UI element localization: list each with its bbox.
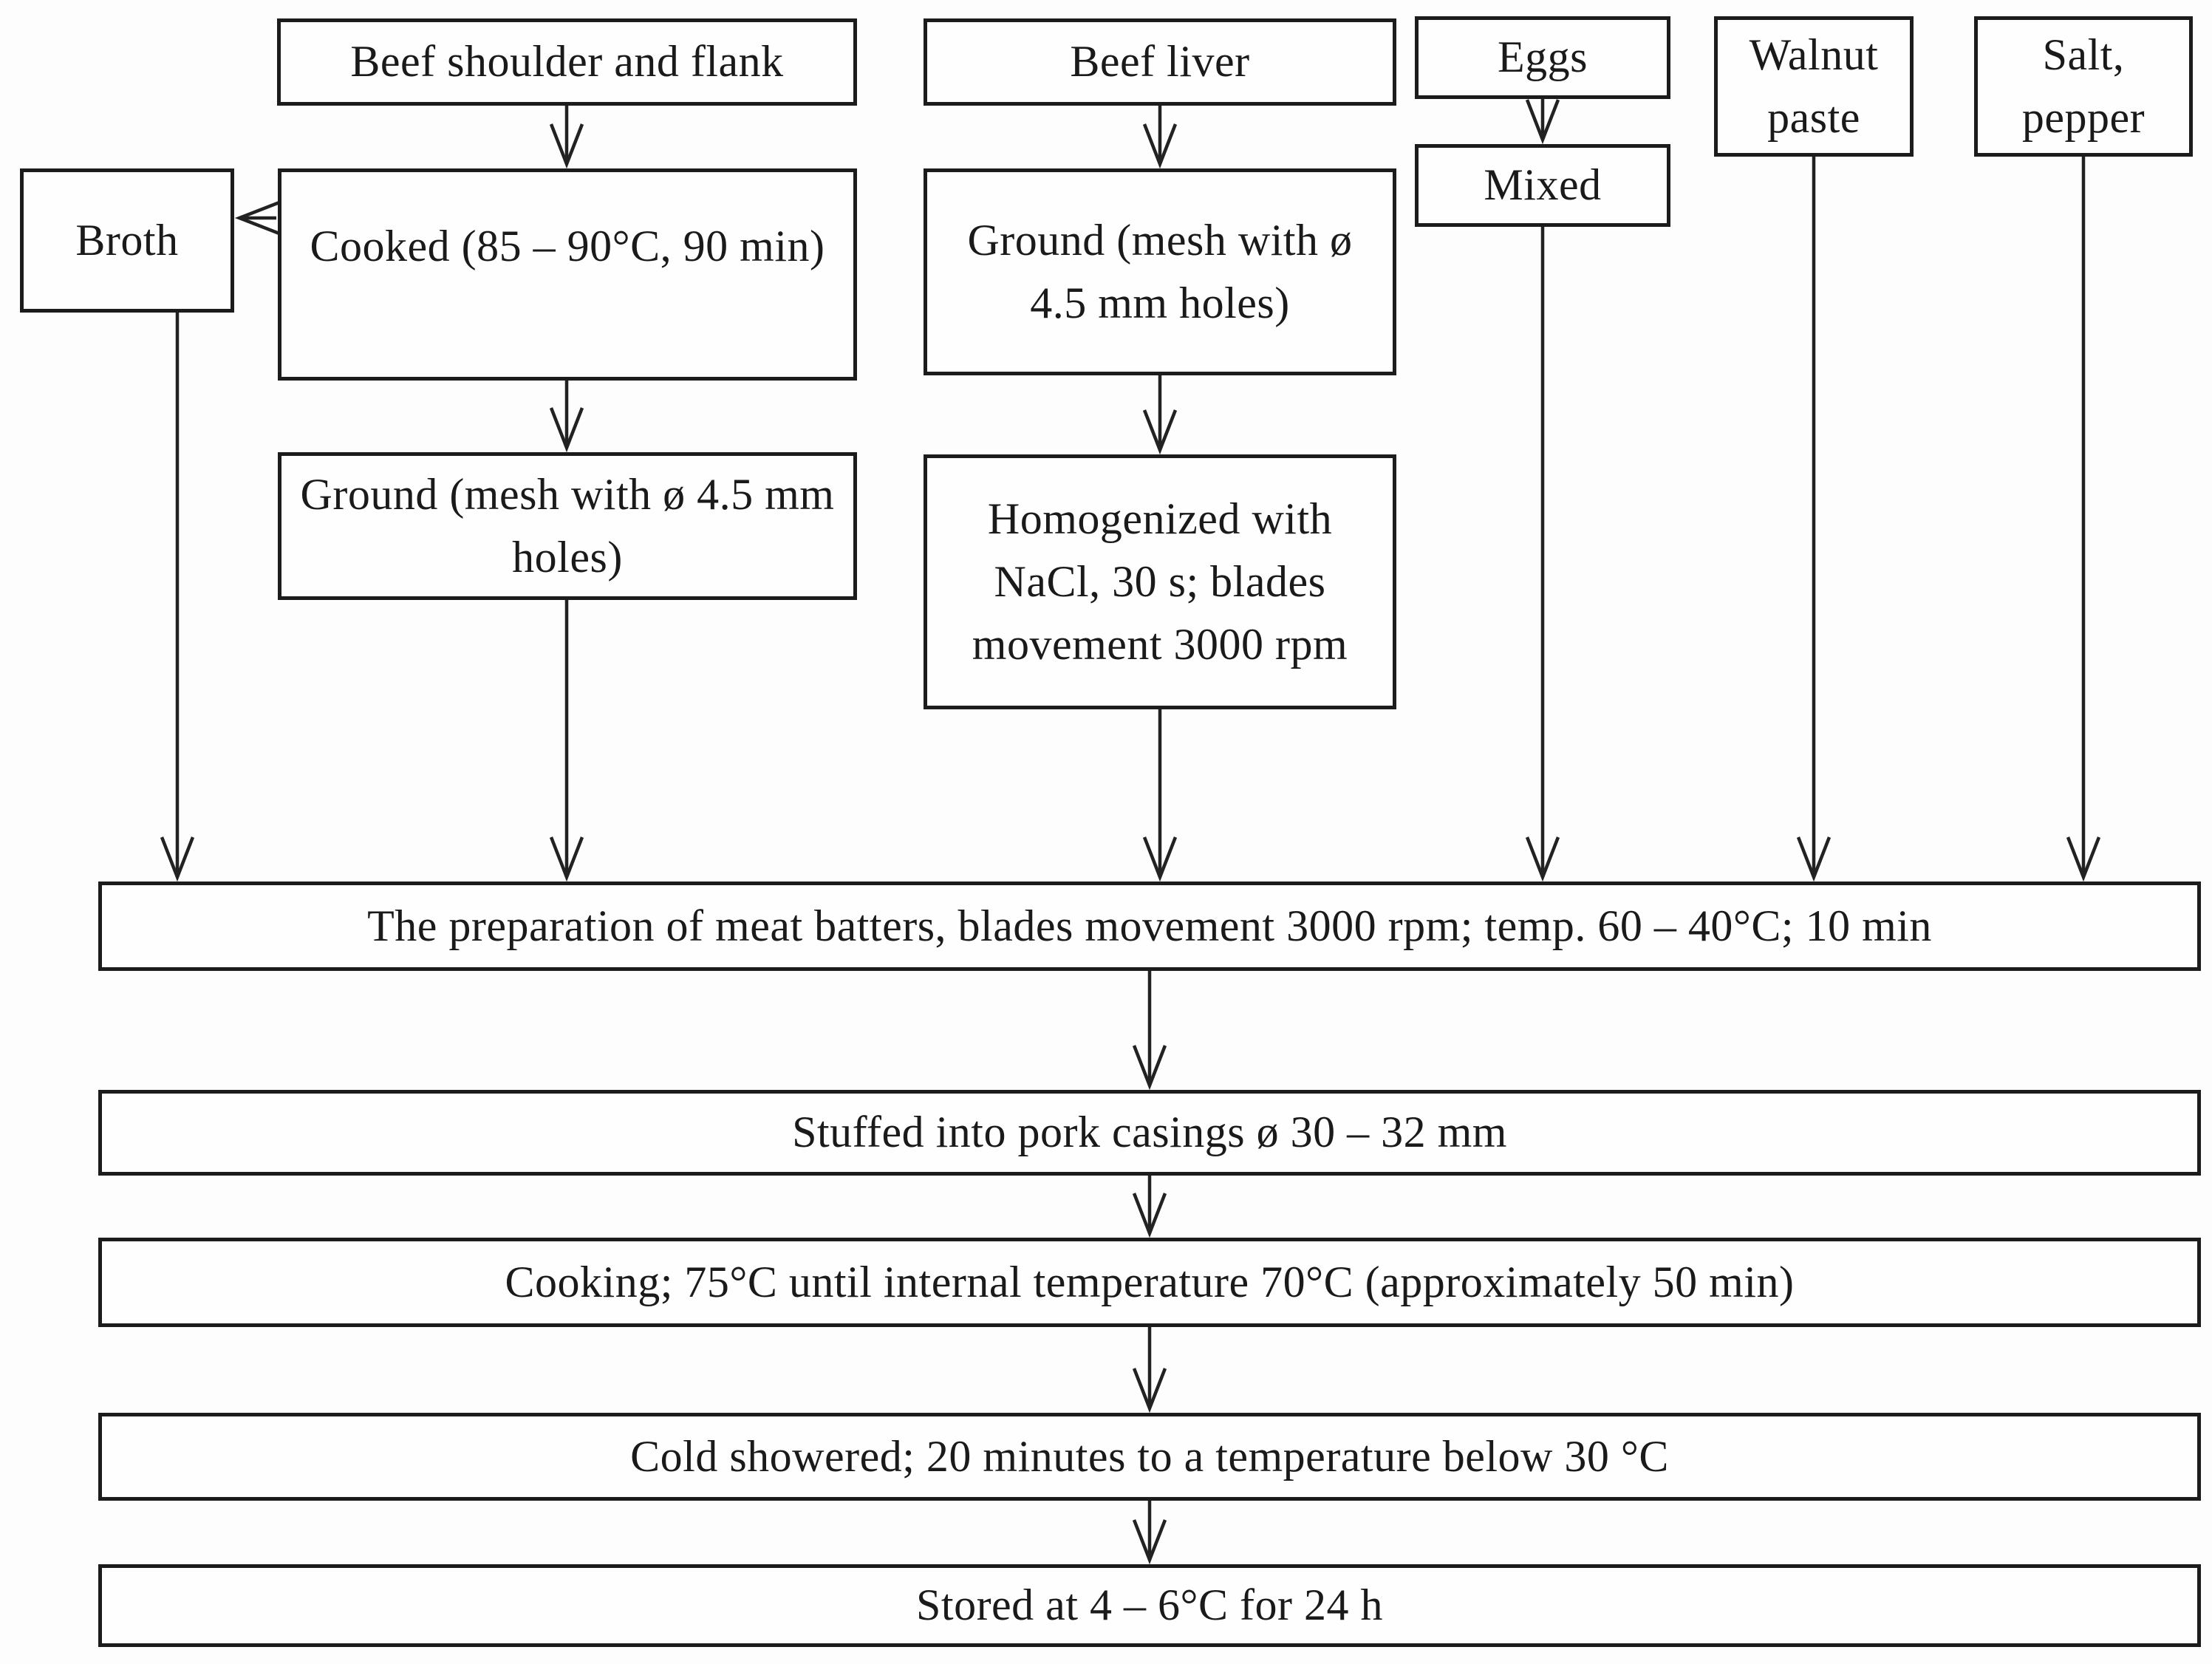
stage-stored: Stored at 4 – 6°C for 24 h xyxy=(98,1564,2201,1647)
node-label: Broth xyxy=(75,215,179,265)
node-label: Ground (mesh with ø 4.5 mm holes) xyxy=(300,469,835,582)
node-broth: Broth xyxy=(20,168,234,313)
stage-stuffed-into-casings: Stuffed into pork casings ø 30 – 32 mm xyxy=(98,1090,2201,1176)
node-beef-shoulder-and-flank: Beef shoulder and flank xyxy=(277,18,857,106)
node-label: Cooked (85 – 90°C, 90 min) xyxy=(310,222,825,271)
node-label: Eggs xyxy=(1498,33,1588,82)
stage-cooking: Cooking; 75°C until internal temperature… xyxy=(98,1238,2201,1327)
node-label: Salt, pepper xyxy=(2021,30,2146,142)
node-label: Ground (mesh with ø 4.5 mm holes) xyxy=(967,215,1353,327)
node-ground-liver: Ground (mesh with ø 4.5 mm holes) xyxy=(924,168,1396,375)
node-homogenized: Homogenized with NaCl, 30 s; blades move… xyxy=(924,454,1396,709)
node-label: Beef liver xyxy=(1070,37,1250,86)
node-label: Beef shoulder and flank xyxy=(350,37,784,86)
node-label: Mixed xyxy=(1484,160,1602,210)
node-label: Walnut paste xyxy=(1749,30,1879,142)
stage-meat-batter-preparation: The preparation of meat batters, blades … xyxy=(98,882,2201,971)
node-cooked: Cooked (85 – 90°C, 90 min) xyxy=(278,168,857,381)
node-beef-liver: Beef liver xyxy=(924,18,1396,106)
stage-label: Cooking; 75°C until internal temperature… xyxy=(505,1257,1795,1306)
stage-label: Stuffed into pork casings ø 30 – 32 mm xyxy=(792,1108,1507,1157)
node-label: Homogenized with NaCl, 30 s; blades move… xyxy=(972,494,1348,669)
stage-cold-showered: Cold showered; 20 minutes to a temperatu… xyxy=(98,1413,2201,1501)
node-salt-pepper: Salt, pepper xyxy=(1974,16,2193,157)
node-ground-shoulder: Ground (mesh with ø 4.5 mm holes) xyxy=(278,452,857,600)
stage-label: Stored at 4 – 6°C for 24 h xyxy=(916,1581,1383,1630)
node-walnut-paste: Walnut paste xyxy=(1714,16,1914,157)
stage-label: Cold showered; 20 minutes to a temperatu… xyxy=(630,1431,1669,1481)
stage-label: The preparation of meat batters, blades … xyxy=(367,901,1932,950)
node-eggs: Eggs xyxy=(1415,16,1670,99)
node-mixed: Mixed xyxy=(1415,144,1670,227)
